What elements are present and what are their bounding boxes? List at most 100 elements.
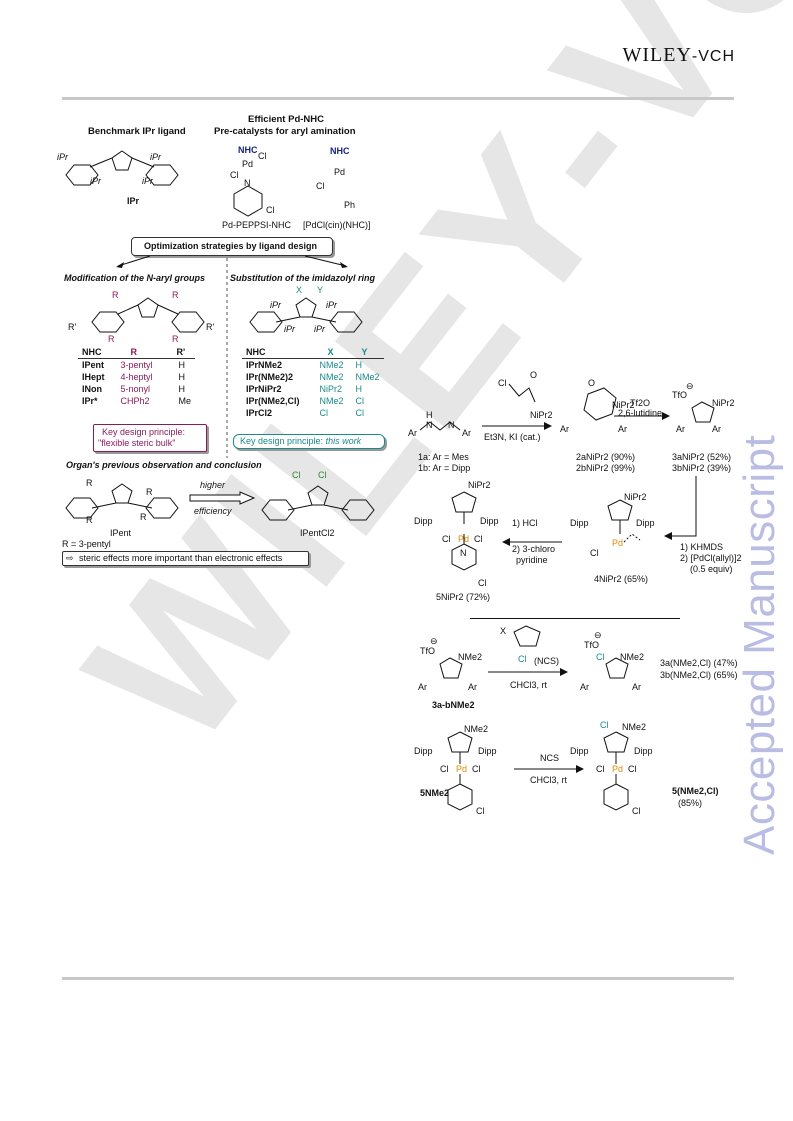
table2-header-2: Y xyxy=(347,346,384,359)
ipent-name: IPent xyxy=(110,528,132,538)
r-definition: R = 3-pentyl xyxy=(62,539,111,549)
table1-cell: H xyxy=(178,384,186,394)
ncs-cl: Cl xyxy=(518,654,527,664)
ncs-label: (NCS) xyxy=(534,656,559,666)
sub-ipr3: iPr xyxy=(284,324,295,334)
s2-sm-ar2: Ar xyxy=(468,682,477,692)
s2-5cl-yield: (85%) xyxy=(678,798,703,808)
s2-yield-3b: 3b(NMe2,Cl) (65%) xyxy=(660,670,738,680)
pyridine-ring xyxy=(233,185,263,217)
ipr-iso-4: iPr xyxy=(142,176,153,186)
yield-3b: 3bNiPr2 (39%) xyxy=(672,463,732,473)
cin-pd: Pd xyxy=(334,167,346,177)
imidazolyl-structure xyxy=(249,297,363,333)
prod5-dipp1: Dipp xyxy=(414,516,433,526)
efficiency-label: efficiency xyxy=(194,506,232,516)
sub-y: Y xyxy=(317,285,324,295)
yield-3a: 3aNiPr2 (52%) xyxy=(672,452,732,462)
key1-line2: "flexible steric bulk" xyxy=(98,438,176,448)
ipr-structure xyxy=(65,150,179,186)
arrow-4 xyxy=(502,538,562,546)
imidazolium-3-ring xyxy=(691,401,715,423)
table2-cell: Cl xyxy=(319,408,329,418)
table1-cell: CHPh2 xyxy=(120,396,150,406)
s2-5nme2-structure xyxy=(447,731,473,811)
prod4-nipr2: NiPr2 xyxy=(624,492,647,502)
triazinone-nipr2: NiPr2 xyxy=(612,400,635,410)
ipr-iso-3: iPr xyxy=(90,176,101,186)
table2-cell: Cl xyxy=(355,396,365,406)
arrow-5 xyxy=(488,668,568,676)
yield-2b: 2bNiPr2 (99%) xyxy=(576,463,636,473)
arrow-1 xyxy=(482,422,552,430)
key2-text: Key design principle: this work xyxy=(240,436,361,446)
amidine-h: H xyxy=(426,410,433,420)
strategy-arrows xyxy=(116,255,348,268)
bottom-rule xyxy=(62,977,734,980)
table1-cell: IPr* xyxy=(82,396,98,406)
prod3-ar1: Ar xyxy=(676,424,685,434)
precat-title-1: Efficient Pd-NHC xyxy=(248,114,324,125)
ipent-r2: R xyxy=(146,487,153,497)
table2-cell: IPrCl2 xyxy=(246,408,273,418)
s2-5cl-dipp1: Dipp xyxy=(570,746,589,756)
triazinone-o: O xyxy=(588,378,596,388)
strategy-box: Optimization strategies by ligand design xyxy=(131,237,333,256)
conclusion-arrow-icon: ⇨ xyxy=(66,553,74,563)
s2-sm-ar1: Ar xyxy=(418,682,427,692)
sub-ipr2: iPr xyxy=(326,300,337,310)
s2-5-cl1: Cl xyxy=(440,764,449,774)
ipentcl2-name: IPentCl2 xyxy=(300,528,335,538)
s2-5cl-structure xyxy=(603,731,629,811)
s2-sm-label: 3a-bNMe2 xyxy=(432,700,475,710)
key2-pre: Key design principle: xyxy=(240,436,326,446)
s2-5cl-cl: Cl xyxy=(600,720,609,730)
arrow-3 xyxy=(664,476,697,540)
table1-cell: IHept xyxy=(82,372,105,382)
prod5-pd: Pd xyxy=(458,534,470,544)
conclusion-text: steric effects more important than elect… xyxy=(79,553,283,563)
ipentcl2-cl1: Cl xyxy=(292,470,301,480)
peppsi-cl3: Cl xyxy=(266,205,275,215)
brand-logo: WILEY-VCH xyxy=(622,44,735,67)
s2-5-dipp1: Dipp xyxy=(414,746,433,756)
benchmark-title: Benchmark IPr ligand xyxy=(88,126,186,137)
prod4-cl: Cl xyxy=(590,548,599,558)
ncs-structure xyxy=(513,625,541,647)
reagent-cl: Cl xyxy=(498,378,507,388)
table1-cell: 4-heptyl xyxy=(120,372,153,382)
s2-5cl-pd: Pd xyxy=(612,764,624,774)
higher-label: higher xyxy=(200,480,226,490)
ipentcl2-structure xyxy=(261,485,375,521)
divider-dashed xyxy=(226,258,228,458)
cond-3b: 2) [PdCl(allyl)]2 xyxy=(680,553,742,563)
peppsi-name: Pd-PEPPSI-NHC xyxy=(222,220,292,230)
naryl-rp1: R' xyxy=(68,322,77,332)
s2-ncs2: NCS xyxy=(540,753,560,763)
table1-header-1: R xyxy=(108,346,157,359)
cond-4c: pyridine xyxy=(516,555,548,565)
prod4-dipp1: Dipp xyxy=(570,518,589,528)
key-principle-box-1: Key design principle: "flexible steric b… xyxy=(93,424,207,452)
key1-line1: Key design principle: xyxy=(102,427,186,437)
s2-yield-3a: 3a(NMe2,Cl) (47%) xyxy=(660,658,738,668)
table2-cell: NMe2 xyxy=(319,372,344,382)
table2-header-1: X xyxy=(303,346,348,359)
s2-5-dipp2: Dipp xyxy=(478,746,497,756)
brand-main: WILEY xyxy=(622,44,692,66)
s2-5-pd: Pd xyxy=(456,764,468,774)
prod4-dipp2: Dipp xyxy=(636,518,655,528)
naryl-structure xyxy=(91,297,205,333)
s2-5cl-dipp2: Dipp xyxy=(634,746,653,756)
s2-prod-tfo-sign: ⊖ xyxy=(594,630,602,640)
allyl-complex-ring xyxy=(607,499,641,543)
ipr-iso-1: iPr xyxy=(57,152,68,162)
triazinone-structure xyxy=(583,387,617,421)
tfo-label: TfO xyxy=(672,390,687,400)
s2-prod-tfo: TfO xyxy=(584,640,599,650)
table2-cell: IPrNMe2 xyxy=(246,360,283,370)
s2-prod-nme2: NMe2 xyxy=(620,652,645,662)
arrow-2 xyxy=(614,412,670,420)
table1-cell: INon xyxy=(82,384,102,394)
ipentcl2-cl2: Cl xyxy=(318,470,327,480)
